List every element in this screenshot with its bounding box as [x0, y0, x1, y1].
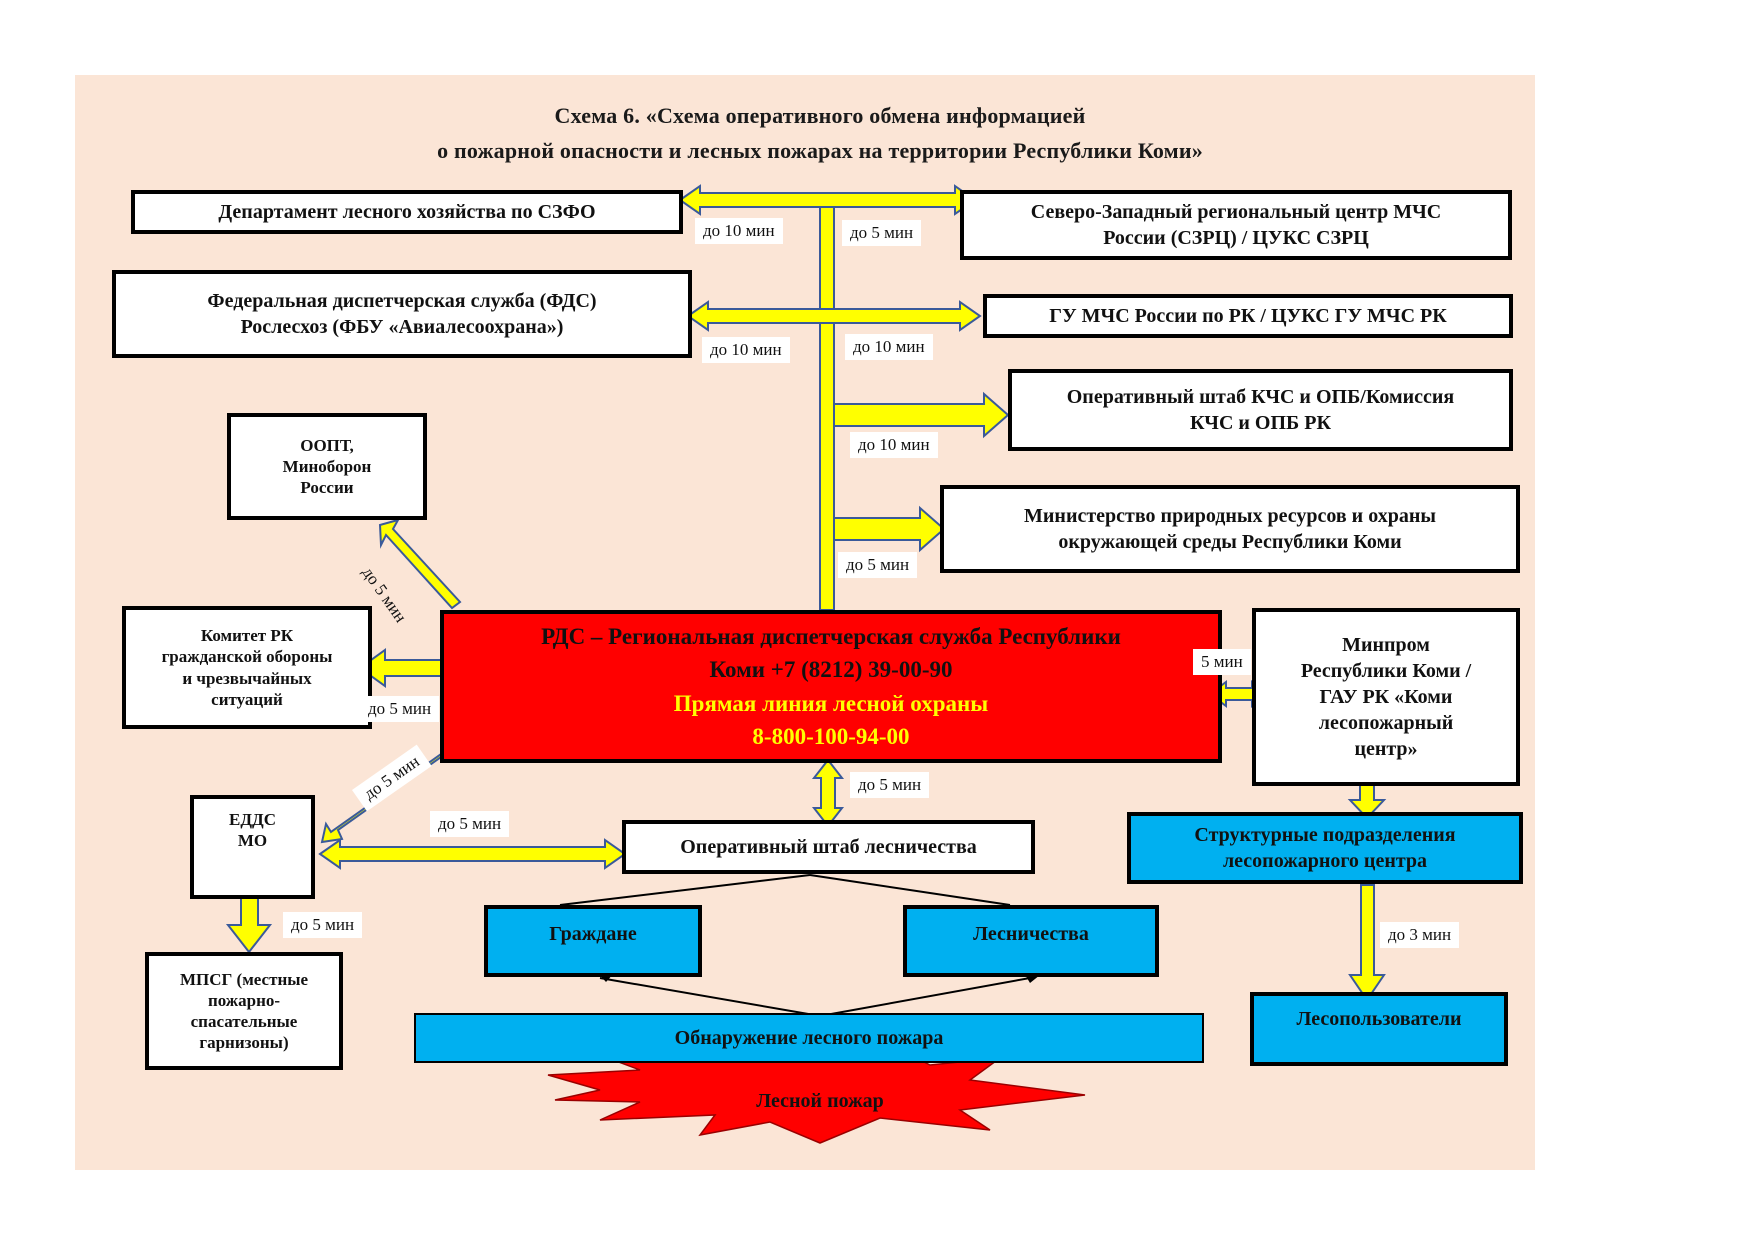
box-lesnichestva: Лесничества [903, 905, 1159, 977]
box-minprom-line2: Республики Коми / [1300, 660, 1472, 682]
box-struct: Структурные подразделения лесопожарного … [1127, 812, 1523, 884]
box-lesopolzovateli-label: Лесопользователи [1296, 1008, 1462, 1030]
box-obnaruzhenie-label: Обнаружение лесного пожара [674, 1027, 944, 1049]
box-szrc-line2: России (СЗРЦ) / ЦУКС СЗРЦ [1103, 227, 1369, 249]
box-minprir-line1: Министерство природных ресурсов и охраны [1024, 505, 1436, 527]
box-rds-line1: РДС – Региональная диспетчерская служба … [541, 623, 1121, 649]
box-minprom-line1: Минпром [1342, 634, 1430, 656]
box-rds-line4: 8-800-100-94-00 [752, 723, 910, 749]
label-mpsg-time: до 5 мин [283, 912, 363, 938]
diagram-title-line1: Схема 6. «Схема оперативного обмена инфо… [554, 103, 1086, 128]
box-komitet: Комитет РК гражданской обороны и чрезвыч… [122, 606, 372, 729]
box-kchs: Оперативный штаб КЧС и ОПБ/Комиссия КЧС … [1008, 369, 1513, 451]
box-mpsg-line4: гарнизоны) [199, 1033, 289, 1053]
box-op-shtab: Оперативный штаб лесничества [622, 820, 1035, 874]
box-edds-line2: МО [237, 831, 268, 851]
box-minprom-line3: ГАУ РК «Коми [1319, 686, 1453, 708]
box-minprom: Минпром Республики Коми / ГАУ РК «Коми л… [1252, 608, 1520, 786]
box-rds: РДС – Региональная диспетчерская служба … [440, 610, 1222, 763]
box-mpsg-line3: спасательные [190, 1012, 298, 1031]
box-op-shtab-label: Оперативный штаб лесничества [680, 836, 977, 858]
box-struct-line2: лесопожарного центра [1222, 850, 1428, 872]
box-komitet-line3: и чрезвычайных [182, 668, 312, 688]
box-komitet-line2: гражданской обороны [161, 647, 333, 667]
box-szrc-line1: Северо-Западный региональный центр МЧС [1030, 201, 1442, 223]
box-mpsg: МПСГ (местные пожарно- спасательные гарн… [145, 952, 343, 1070]
box-gu-mchs: ГУ МЧС России по РК / ЦУКС ГУ МЧС РК [983, 294, 1513, 338]
box-kchs-line1: Оперативный штаб КЧС и ОПБ/Комиссия [1066, 386, 1455, 408]
box-grazhdane: Граждане [484, 905, 702, 977]
box-komitet-line1: Комитет РК [200, 626, 294, 645]
box-kchs-line2: КЧС и ОПБ РК [1190, 412, 1331, 434]
box-struct-line1: Структурные подразделения [1194, 824, 1456, 846]
box-dept-forest: Департамент лесного хозяйства по СЗФО [131, 190, 683, 234]
box-oopt-line2: Миноборон [282, 456, 372, 476]
box-szrc: Северо-Западный региональный центр МЧС Р… [960, 190, 1512, 260]
box-oopt-line3: России [300, 478, 354, 498]
label-minprom-time: 5 мин [1193, 649, 1251, 675]
label-lesopolzovateli-time: до 3 мин [1380, 922, 1460, 948]
diagram-title-line2: о пожарной опасности и лесных пожарах на… [437, 138, 1203, 163]
box-gu-mchs-label: ГУ МЧС России по РК / ЦУКС ГУ МЧС РК [1049, 305, 1447, 327]
box-fds: Федеральная диспетчерская служба (ФДС) Р… [112, 270, 692, 358]
box-obnaruzhenie: Обнаружение лесного пожара [414, 1013, 1204, 1063]
box-oopt-line1: ООПТ, [300, 435, 354, 455]
lesnoy-pozhar-label: Лесной пожар [756, 1090, 884, 1112]
box-fds-line2: Рослесхоз (ФБУ «Авиалесоохрана») [240, 316, 564, 338]
box-minprir-line2: окружающей среды Республики Коми [1058, 531, 1402, 553]
label-edds-shtab-time: до 5 мин [430, 811, 510, 837]
box-rds-line3: Прямая линия лесной охраны [673, 690, 989, 716]
box-grazhdane-label: Граждане [549, 923, 637, 945]
box-edds: ЕДДС МО [190, 795, 315, 899]
box-minprom-line4: лесопожарный [1318, 712, 1454, 734]
box-oopt: ООПТ, Миноборон России [227, 413, 427, 520]
label-minprir-time: до 5 мин [838, 552, 918, 578]
label-kchs-time: до 10 мин [850, 432, 938, 458]
label-komitet-time: до 5 мин [360, 696, 440, 722]
box-minprir: Министерство природных ресурсов и охраны… [940, 485, 1520, 573]
box-rds-line2: Коми +7 (8212) 39-00-90 [709, 657, 953, 683]
box-dept-forest-label: Департамент лесного хозяйства по СЗФО [218, 201, 596, 223]
label-dept-forest-time: до 10 мин [695, 218, 783, 244]
box-mpsg-line2: пожарно- [207, 990, 281, 1010]
box-fds-line1: Федеральная диспетчерская служба (ФДС) [207, 290, 597, 312]
label-szrc-time: до 5 мин [842, 220, 922, 246]
box-minprom-line5: центр» [1354, 738, 1418, 760]
label-gu-mchs-time: до 10 мин [845, 334, 933, 360]
box-komitet-line4: ситуаций [211, 689, 283, 709]
box-edds-line1: ЕДДС [228, 810, 276, 829]
box-lesopolzovateli: Лесопользователи [1250, 992, 1508, 1066]
box-lesnichestva-label: Лесничества [973, 923, 1089, 945]
label-fds-time: до 10 мин [702, 337, 790, 363]
label-op-shtab-time: до 5 мин [850, 772, 930, 798]
box-mpsg-line1: МПСГ (местные [179, 969, 309, 989]
